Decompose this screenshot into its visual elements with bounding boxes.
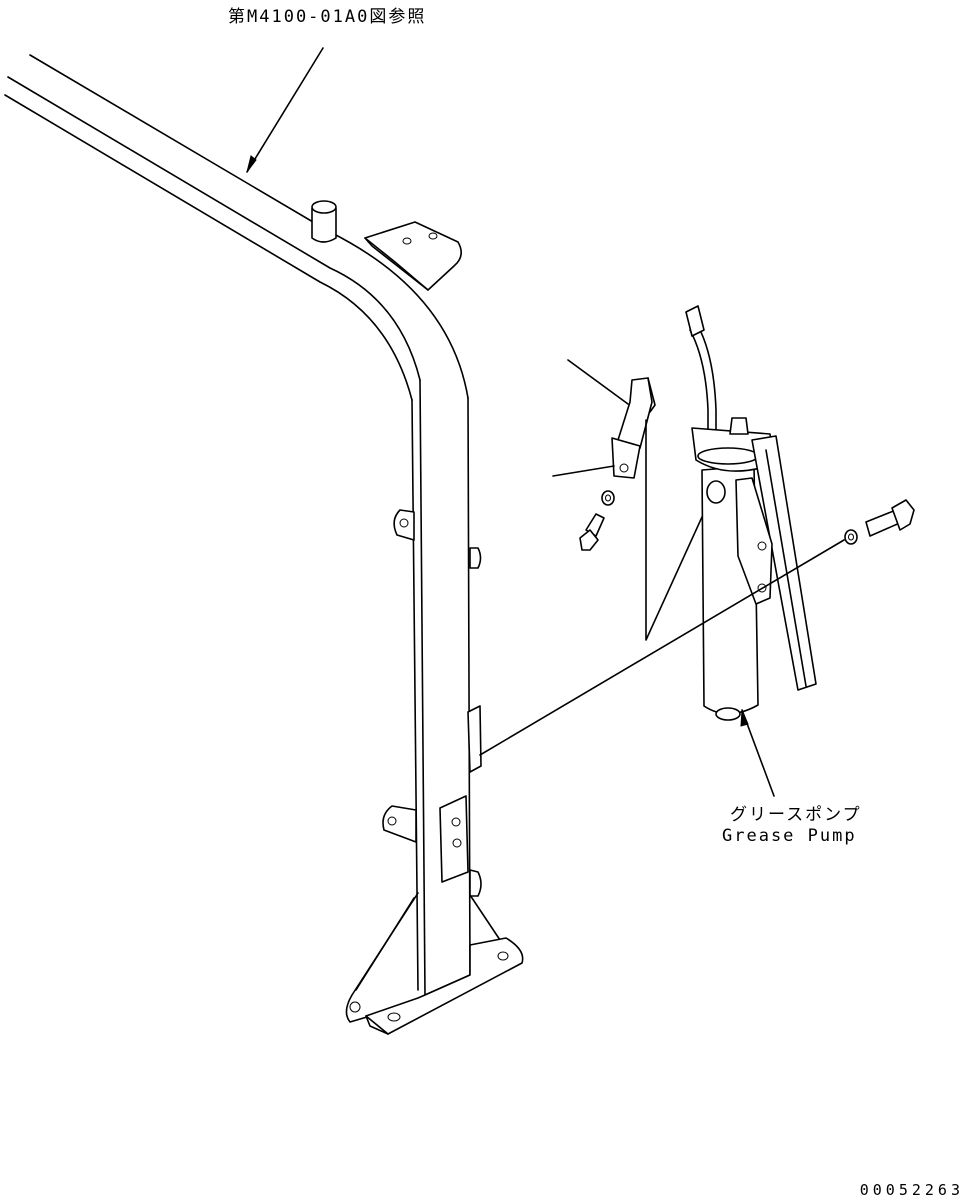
pump-bracket-on-leg: [467, 705, 482, 773]
guide-line: [645, 419, 713, 641]
drawing-number: 00052263: [859, 1181, 964, 1199]
rail-boss: [311, 200, 337, 243]
grease-clip: [552, 359, 656, 479]
pump-label-jp: グリースポンプ: [730, 805, 862, 825]
clip-bolt: [579, 513, 605, 551]
side-tab-lower: [382, 805, 417, 843]
pump-leader: [740, 709, 775, 797]
reference-leader: [246, 47, 324, 173]
base-plate: [345, 892, 524, 1035]
frame-rail: [4, 54, 471, 996]
pump-label-en: Grease Pump: [722, 826, 857, 846]
clip-washer: [601, 490, 615, 506]
pump-washer: [844, 529, 858, 545]
side-tab-upper: [393, 509, 482, 569]
pump-bolt: [865, 499, 915, 537]
reference-label: 第M4100-01A0図参照: [228, 7, 427, 27]
lower-plate: [439, 795, 482, 897]
upper-mount-plate: [364, 221, 462, 291]
assembly-leader: [479, 539, 845, 756]
grease-pump: [685, 305, 817, 721]
